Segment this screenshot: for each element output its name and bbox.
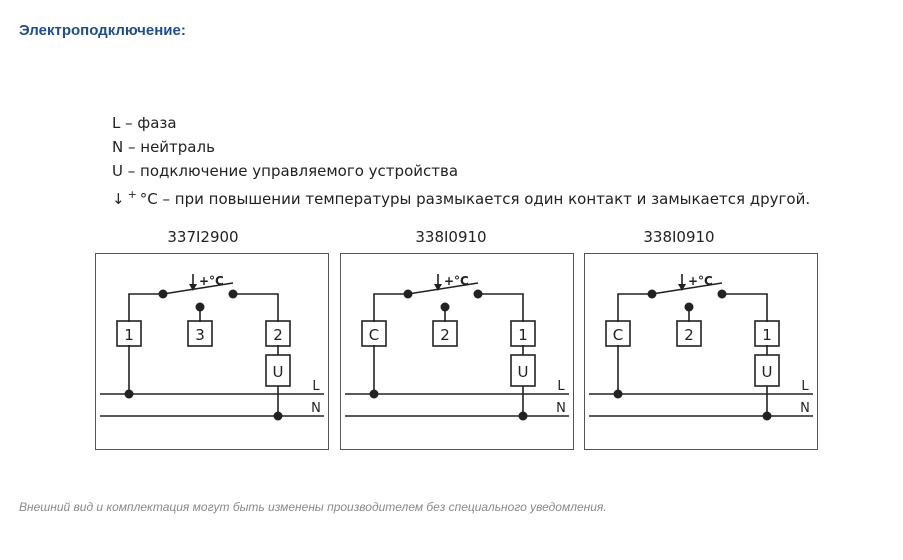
wire-right-top [722, 293, 768, 322]
terminal-right-label: 1 [762, 326, 772, 344]
load-label: U [273, 363, 284, 381]
switch-blade [651, 282, 723, 295]
contact-dot-middle [684, 302, 694, 312]
contact-dot-left [158, 289, 168, 299]
terminal-left-label: C [613, 326, 623, 344]
diagram-label-3: 338I0910 [643, 228, 715, 246]
wire-right-top [233, 293, 279, 322]
temp-label: +°C [688, 274, 713, 288]
disclaimer-note: Внешний вид и комплектация могут быть из… [19, 500, 607, 514]
terminal-left-box [116, 320, 142, 347]
terminal-right-box [510, 320, 536, 347]
diagram-label-1: 337I2900 [167, 228, 239, 246]
contact-dot-middle [195, 302, 205, 312]
diagram-label-2: 338I0910 [415, 228, 487, 246]
terminal-middle-label: 2 [684, 326, 694, 344]
terminal-middle-box [187, 320, 213, 347]
line-l-label: L [801, 379, 809, 394]
junction-dot-n [762, 411, 772, 421]
terminal-right-box [754, 320, 780, 347]
contact-dot-right [717, 289, 727, 299]
wiring-diagram-2: +°C C 2 1 U L N [340, 253, 574, 450]
wire-left-top [128, 293, 163, 322]
temp-label: +°C [199, 274, 224, 288]
junction-dot-n [518, 411, 528, 421]
contact-dot-right [473, 289, 483, 299]
terminal-right-label: 1 [518, 326, 528, 344]
junction-dot-l [369, 389, 379, 399]
switch-blade [407, 282, 479, 295]
contact-dot-left [403, 289, 413, 299]
switch-blade [162, 282, 234, 295]
terminal-left-label: C [369, 326, 379, 344]
load-box [754, 354, 780, 387]
down-arrow-icon: ↓ [112, 190, 125, 208]
junction-dot-n [273, 411, 283, 421]
terminal-left-box [605, 320, 631, 347]
temp-arrow-head-icon [434, 284, 442, 291]
line-l-label: L [312, 379, 320, 394]
terminal-middle-box [676, 320, 702, 347]
wire-left-top [373, 293, 408, 322]
wiring-diagram-1-svg: +°C 1 3 2 U L N [100, 274, 324, 421]
wiring-diagram-2-svg: +°C C 2 1 U L N [345, 274, 569, 421]
junction-dot-l [613, 389, 623, 399]
wire-right-top [478, 293, 524, 322]
wiring-diagram-1: +°C 1 3 2 U L N [95, 253, 329, 450]
temp-arrow-head-icon [189, 284, 197, 291]
load-box [510, 354, 536, 387]
terminal-right-box [265, 320, 291, 347]
section-title: Электроподключение: [19, 22, 186, 39]
contact-dot-middle [440, 302, 450, 312]
wiring-diagram-3-svg: +°C C 2 1 U L N [589, 274, 813, 421]
line-n-label: N [800, 401, 810, 416]
terminal-left-label: 1 [124, 326, 134, 344]
temp-label: +°C [444, 274, 469, 288]
line-n-label: N [311, 401, 321, 416]
terminal-middle-box [432, 320, 458, 347]
contact-dot-right [228, 289, 238, 299]
legend-thermostat: ↓+°C – при повышении температуры размыка… [112, 183, 810, 211]
load-label: U [762, 363, 773, 381]
line-n-label: N [556, 401, 566, 416]
wiring-diagram-3: +°C C 2 1 U L N [584, 253, 818, 450]
terminal-left-box [361, 320, 387, 347]
junction-dot-l [124, 389, 134, 399]
line-l-label: L [557, 379, 565, 394]
legend-thermostat-text: °C – при повышении температуры размыкает… [139, 190, 811, 208]
contact-dot-left [647, 289, 657, 299]
legend-neutral: N – нейтраль [112, 138, 215, 156]
load-label: U [518, 363, 529, 381]
load-box [265, 354, 291, 387]
terminal-middle-label: 2 [440, 326, 450, 344]
wire-left-top [617, 293, 652, 322]
terminal-right-label: 2 [273, 326, 283, 344]
terminal-middle-label: 3 [195, 326, 205, 344]
legend-phase: L – фаза [112, 114, 177, 132]
legend: L – фаза N – нейтраль U – подключение уп… [112, 111, 810, 211]
legend-load: U – подключение управляемого устройства [112, 162, 459, 180]
temp-arrow-head-icon [678, 284, 686, 291]
plus-sign: + [127, 188, 137, 201]
